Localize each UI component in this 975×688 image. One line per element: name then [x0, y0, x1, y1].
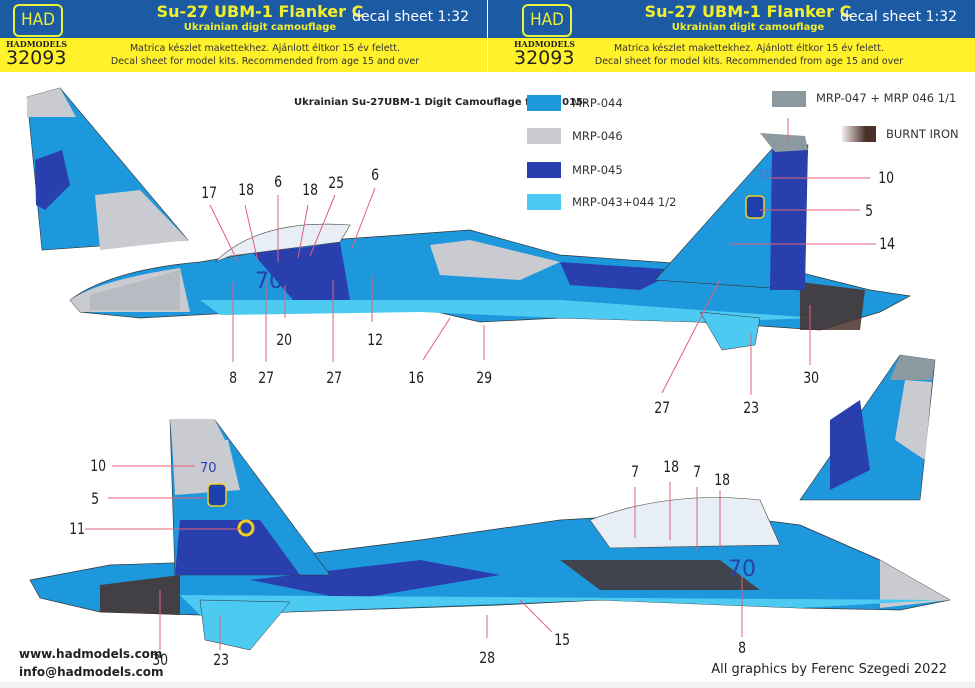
callout-5: 5 — [91, 489, 100, 508]
svg-text:70: 70 — [200, 461, 217, 476]
scale-label: decal sheet 1:32 — [352, 9, 469, 25]
legend-label-mrp-043-044: MRP-043+044 1/2 — [572, 195, 677, 209]
callout-12: 12 — [367, 330, 384, 349]
had-logo: HAD — [522, 4, 572, 37]
callout-8: 8 — [229, 368, 238, 387]
callout-15: 15 — [554, 630, 571, 649]
banner-blue-band — [0, 0, 487, 38]
brand-name: HADMODELS — [514, 39, 575, 49]
fin-right — [799, 354, 936, 501]
fin-left-top — [26, 87, 189, 251]
bottom-strip — [0, 682, 975, 688]
notice-hu: Matrica készlet makettekhez. Ajánlott él… — [613, 43, 885, 54]
banner-yellow-band — [488, 38, 975, 72]
notice-en: Decal sheet for model kits. Recommended … — [594, 56, 904, 67]
notice-text: Matrica készlet makettekhez. Ajánlott él… — [100, 42, 430, 68]
email-link[interactable]: info@hadmodels.com — [19, 665, 164, 679]
legend-label-mrp-045: MRP-045 — [572, 163, 623, 177]
callout-18: 18 — [663, 457, 680, 476]
aircraft-top-side: 70 70 — [69, 133, 912, 351]
legend-label-mrp-047-046: MRP-047 + MRP 046 1/1 — [816, 91, 957, 105]
side-number-top: 70 — [255, 269, 283, 294]
callout-11: 11 — [69, 519, 86, 538]
credit-text: All graphics by Ferenc Szegedi 2022 — [711, 662, 947, 677]
legend-label-mrp-046: MRP-046 — [572, 129, 623, 143]
trident-emblem-icon — [207, 483, 227, 507]
swatch-mrp-045 — [527, 162, 561, 178]
swatch-mrp-046 — [527, 128, 561, 144]
scale-label: decal sheet 1:32 — [840, 9, 957, 25]
leader-lines — [85, 118, 876, 650]
callout-28: 28 — [479, 648, 496, 667]
notice-en: Decal sheet for model kits. Recommended … — [110, 56, 420, 67]
callout-6: 6 — [371, 165, 380, 184]
callout-29: 29 — [476, 368, 493, 387]
page-subtitle: Ukrainian digit camouflage — [671, 22, 825, 33]
callout-5: 5 — [865, 201, 874, 220]
callout-10: 10 — [90, 456, 107, 475]
callout-14: 14 — [879, 234, 896, 253]
callout-30: 30 — [803, 368, 820, 387]
swatch-mrp-044 — [527, 95, 561, 111]
callout-6: 6 — [274, 172, 283, 191]
svg-text:70: 70 — [756, 169, 773, 184]
product-code: 32093 — [6, 47, 67, 69]
callout-23: 23 — [213, 650, 230, 669]
callout-18: 18 — [238, 180, 255, 199]
legend-title: Ukrainian Su-27UBM-1 Digit Camouflage fr… — [294, 97, 588, 108]
callout-16: 16 — [408, 368, 425, 387]
notice-text: Matrica készlet makettekhez. Ajánlott él… — [584, 42, 914, 68]
trident-emblem-icon — [745, 195, 765, 219]
header-banner-right: HAD Su-27 UBM-1 Flanker C Ukrainian digi… — [488, 0, 975, 72]
website-link[interactable]: www.hadmodels.com — [19, 647, 163, 661]
had-logo: HAD — [13, 4, 63, 37]
brand-name: HADMODELS — [6, 39, 67, 49]
swatch-mrp-043-044 — [527, 194, 561, 210]
callout-30: 30 — [152, 650, 169, 669]
page-subtitle: Ukrainian digit camouflage — [183, 22, 337, 33]
callout-27: 27 — [258, 368, 275, 387]
legend-label-burnt-iron: BURNT IRON — [886, 127, 959, 141]
aircraft-bottom-side: 70 70 — [29, 419, 951, 651]
callout-7: 7 — [693, 462, 702, 481]
notice-hu: Matrica készlet makettekhez. Ajánlott él… — [129, 43, 401, 54]
callout-10: 10 — [878, 168, 895, 187]
banner-yellow-band — [0, 38, 487, 72]
page-title: Su-27 UBM-1 Flanker C — [644, 2, 852, 21]
legend-label-mrp-044: MRP-044 — [572, 96, 623, 110]
callout-17: 17 — [201, 183, 218, 202]
squadron-badge-icon — [237, 519, 255, 537]
callout-20: 20 — [276, 330, 293, 349]
callout-18: 18 — [714, 470, 731, 489]
callout-25: 25 — [328, 173, 345, 192]
header-banner-left: HAD Su-27 UBM-1 Flanker C Ukrainian digi… — [0, 0, 487, 72]
callout-27: 27 — [654, 398, 671, 417]
product-code: 32093 — [514, 47, 575, 69]
swatch-burnt-iron — [842, 126, 876, 142]
page-title: Su-27 UBM-1 Flanker C — [156, 2, 364, 21]
callout-23: 23 — [743, 398, 760, 417]
callout-7: 7 — [631, 462, 640, 481]
callout-27: 27 — [326, 368, 343, 387]
swatch-mrp-047-046 — [772, 91, 806, 107]
callout-8: 8 — [738, 638, 747, 657]
callout-18: 18 — [302, 180, 319, 199]
